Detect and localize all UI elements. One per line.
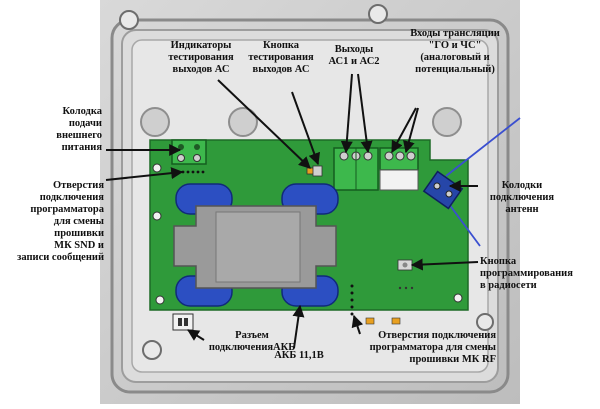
label-outputs: Выходы АС1 и АС2 — [328, 44, 380, 67]
boss-top-right — [432, 107, 462, 137]
power-terminal-block — [171, 139, 207, 165]
output-terminals — [333, 147, 379, 191]
arrow-snd-holes — [105, 167, 184, 181]
radio-programming-button — [397, 259, 414, 290]
arrow-test-button — [291, 91, 320, 166]
screw-top-left — [119, 10, 139, 30]
boss-top-mid — [228, 107, 258, 137]
label-test-button: Кнопка тестирования выходов АС — [248, 40, 314, 75]
antenna-terminals — [422, 117, 521, 247]
screw-bottom-left — [142, 340, 162, 360]
label-battery: АКБ 11,1В — [274, 350, 324, 361]
battery-pack — [173, 183, 339, 307]
rf-programmer-holes — [350, 284, 401, 325]
label-battery-connector: Разъем подключенияАКБ — [208, 330, 296, 353]
label-radio-button: Кнопка программирования в радиосети — [480, 256, 573, 291]
label-power-terminal: Колодка подачи внешнего питания — [56, 106, 102, 153]
broadcast-input-terminals — [379, 147, 419, 191]
arrow-indicators — [217, 79, 311, 169]
callout-arrows — [105, 73, 479, 349]
arrow-output-ac1 — [340, 73, 353, 154]
label-broadcast-inputs: Входы трансляции "ГО и ЧС" (аналоговый и… — [410, 28, 500, 75]
enclosure-screws — [119, 4, 494, 360]
battery-connector — [172, 313, 194, 331]
arrow-rf-holes — [351, 314, 364, 335]
test-indicators — [306, 165, 323, 177]
label-programmer-holes-rf: Отверстия подключения программатора для … — [369, 330, 496, 365]
label-indicators: Индикаторы тестирования выходов АС — [168, 40, 234, 75]
label-antenna-terminals: Колодки подключения антенн — [489, 180, 555, 215]
arrow-broadcast-1 — [391, 107, 417, 154]
label-programmer-holes-snd: Отверстия подключения программатора для … — [17, 180, 104, 263]
arrow-output-ac2 — [357, 73, 373, 154]
arrow-broadcast-2 — [403, 107, 419, 154]
boss-top-left — [140, 107, 170, 137]
arrow-battery — [292, 304, 305, 349]
arrow-radio-button — [410, 258, 479, 271]
screw-bottom-right — [476, 313, 494, 331]
screw-top-right — [368, 4, 388, 24]
arrow-battery-connector — [186, 329, 205, 341]
